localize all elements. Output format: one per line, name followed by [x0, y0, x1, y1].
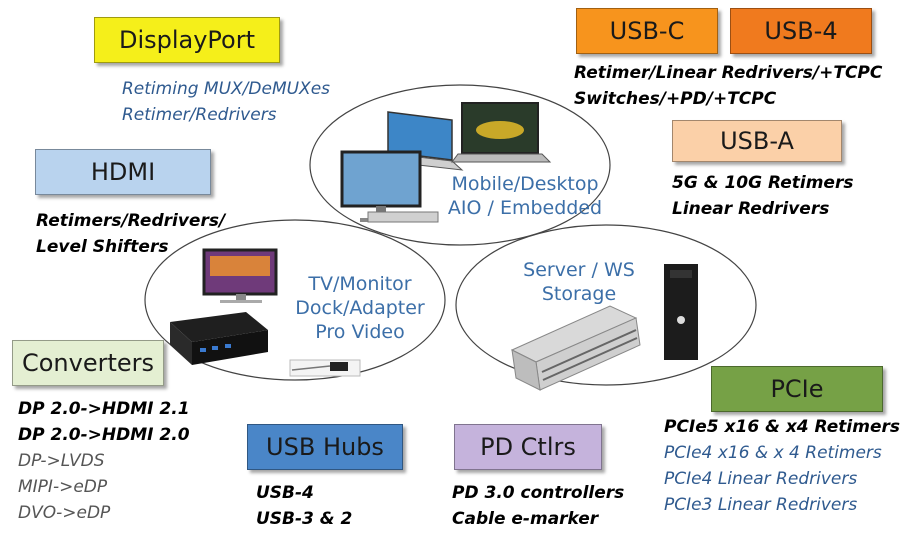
server-storage-label: Server / WS Storage — [504, 258, 654, 306]
usb-hubs-box: USB Hubs — [247, 424, 403, 470]
tower-server-image — [664, 264, 698, 360]
mobile-desktop-label: Mobile/Desktop AIO / Embedded — [430, 172, 620, 220]
pcie-line-2: PCIe4 x16 & x 4 Retimers — [664, 443, 882, 463]
usb-hubs-label: USB Hubs — [266, 433, 384, 461]
mobile-desktop-ellipse — [309, 84, 611, 246]
pcie-line-4: PCIe3 Linear Redrivers — [664, 495, 858, 515]
converters-label: Converters — [21, 349, 155, 377]
mobile-label-line-1: Mobile/Desktop — [451, 173, 599, 195]
converters-box: Converters — [12, 340, 164, 386]
converters-line-3: DP->LVDS — [18, 451, 105, 471]
pd-ctlrs-label: PD Ctlrs — [480, 433, 576, 461]
aio-desktop-image — [340, 150, 439, 223]
adapter-cable-image — [289, 359, 361, 377]
tv-monitor-ellipse — [144, 219, 446, 381]
displayport-box: DisplayPort — [94, 17, 280, 63]
tv-monitor-label: TV/Monitor Dock/Adapter Pro Video — [280, 272, 440, 344]
laptop-car-image — [451, 102, 552, 163]
pcie-box: PCIe — [711, 366, 883, 412]
hdmi-description: Retimers/Redrivers/ Level Shifters — [36, 208, 225, 260]
pd-ctlrs-box: PD Ctlrs — [454, 424, 602, 470]
converters-line-4: MIPI->eDP — [18, 477, 108, 497]
usb-a-label: USB-A — [720, 127, 794, 155]
usb-hubs-line-1: USB-4 — [256, 483, 314, 503]
usb-a-line-2: Linear Redrivers — [672, 199, 830, 219]
converters-line-5: DVO->eDP — [18, 503, 111, 523]
tv-label-line-2: Dock/Adapter — [295, 297, 425, 319]
displayport-line-2: Retimer/Redrivers — [122, 105, 277, 125]
converters-line-2: DP 2.0->HDMI 2.0 — [18, 425, 190, 445]
usb-c-line-1: Retimer/Linear Redrivers/+TCPC — [574, 63, 883, 83]
usb-c-label: USB-C — [609, 17, 685, 45]
usb-c-description: Retimer/Linear Redrivers/+TCPC Switches/… — [574, 60, 882, 112]
pd-ctlrs-line-1: PD 3.0 controllers — [452, 483, 625, 503]
tv-label-line-1: TV/Monitor — [308, 273, 412, 295]
pcie-label: PCIe — [770, 375, 824, 403]
usb-c-box: USB-C — [576, 8, 718, 54]
tv-label-line-3: Pro Video — [315, 321, 405, 343]
usb-a-description: 5G & 10G Retimers Linear Redrivers — [672, 170, 853, 222]
usb-a-box: USB-A — [672, 120, 842, 162]
server-label-line-2: Storage — [541, 283, 617, 305]
displayport-description: Retiming MUX/DeMUXes Retimer/Redrivers — [122, 76, 330, 128]
usb-hubs-line-2: USB-3 & 2 — [256, 509, 353, 529]
usb-4-box: USB-4 — [730, 8, 872, 54]
displayport-label: DisplayPort — [118, 26, 256, 54]
server-ellipse — [455, 224, 757, 386]
hdmi-label: HDMI — [90, 158, 156, 186]
usb-c-line-2: Switches/+PD/+TCPC — [574, 89, 777, 109]
pd-ctlrs-description: PD 3.0 controllers Cable e-marker — [452, 480, 624, 532]
displayport-line-1: Retiming MUX/DeMUXes — [122, 79, 331, 99]
converters-description: DP 2.0->HDMI 2.1 DP 2.0->HDMI 2.0 DP->LV… — [18, 396, 190, 526]
pcie-description: PCIe5 x16 & x4 Retimers PCIe4 x16 & x 4 … — [664, 414, 900, 518]
server-label-line-1: Server / WS — [523, 259, 635, 281]
pcie-line-3: PCIe4 Linear Redrivers — [664, 469, 858, 489]
rack-server-image — [510, 305, 641, 391]
pcie-line-1: PCIe5 x16 & x4 Retimers — [664, 417, 900, 437]
monitor-image — [202, 248, 278, 303]
hdmi-line-2: Level Shifters — [36, 237, 169, 257]
dock-image — [170, 312, 268, 365]
usb-a-line-1: 5G & 10G Retimers — [672, 173, 854, 193]
hdmi-box: HDMI — [35, 149, 211, 195]
pd-ctlrs-line-2: Cable e-marker — [452, 509, 599, 529]
converters-line-1: DP 2.0->HDMI 2.1 — [18, 399, 190, 419]
mobile-label-line-2: AIO / Embedded — [447, 197, 603, 219]
usb-4-label: USB-4 — [764, 17, 838, 45]
usb-hubs-description: USB-4 USB-3 & 2 — [256, 480, 352, 532]
hdmi-line-1: Retimers/Redrivers/ — [36, 211, 226, 231]
